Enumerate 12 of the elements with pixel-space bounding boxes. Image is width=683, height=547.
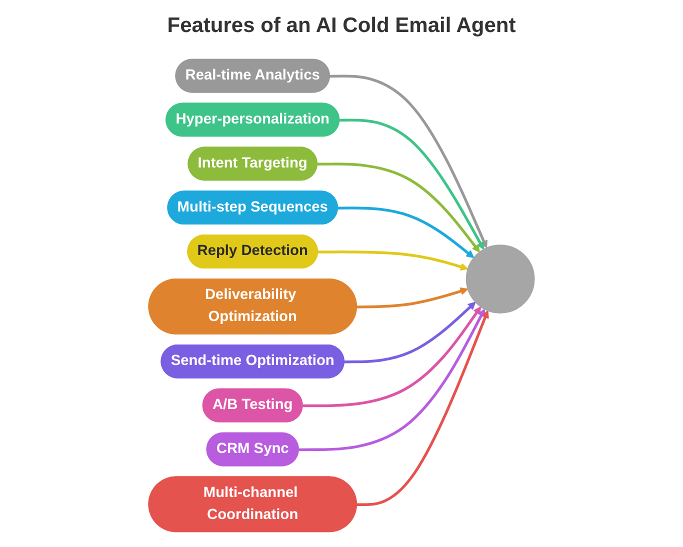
arrow [330, 74, 488, 248]
arrow [340, 118, 484, 250]
arrow [356, 287, 468, 308]
title: Features of an AI Cold Email Agent [167, 14, 516, 38]
arrow [356, 310, 489, 506]
node-circle [466, 244, 535, 314]
arrow [302, 306, 482, 408]
arrow [318, 250, 468, 271]
arrow [338, 206, 474, 258]
arrow [344, 302, 476, 364]
arrow [298, 308, 485, 452]
arrow [317, 162, 480, 252]
